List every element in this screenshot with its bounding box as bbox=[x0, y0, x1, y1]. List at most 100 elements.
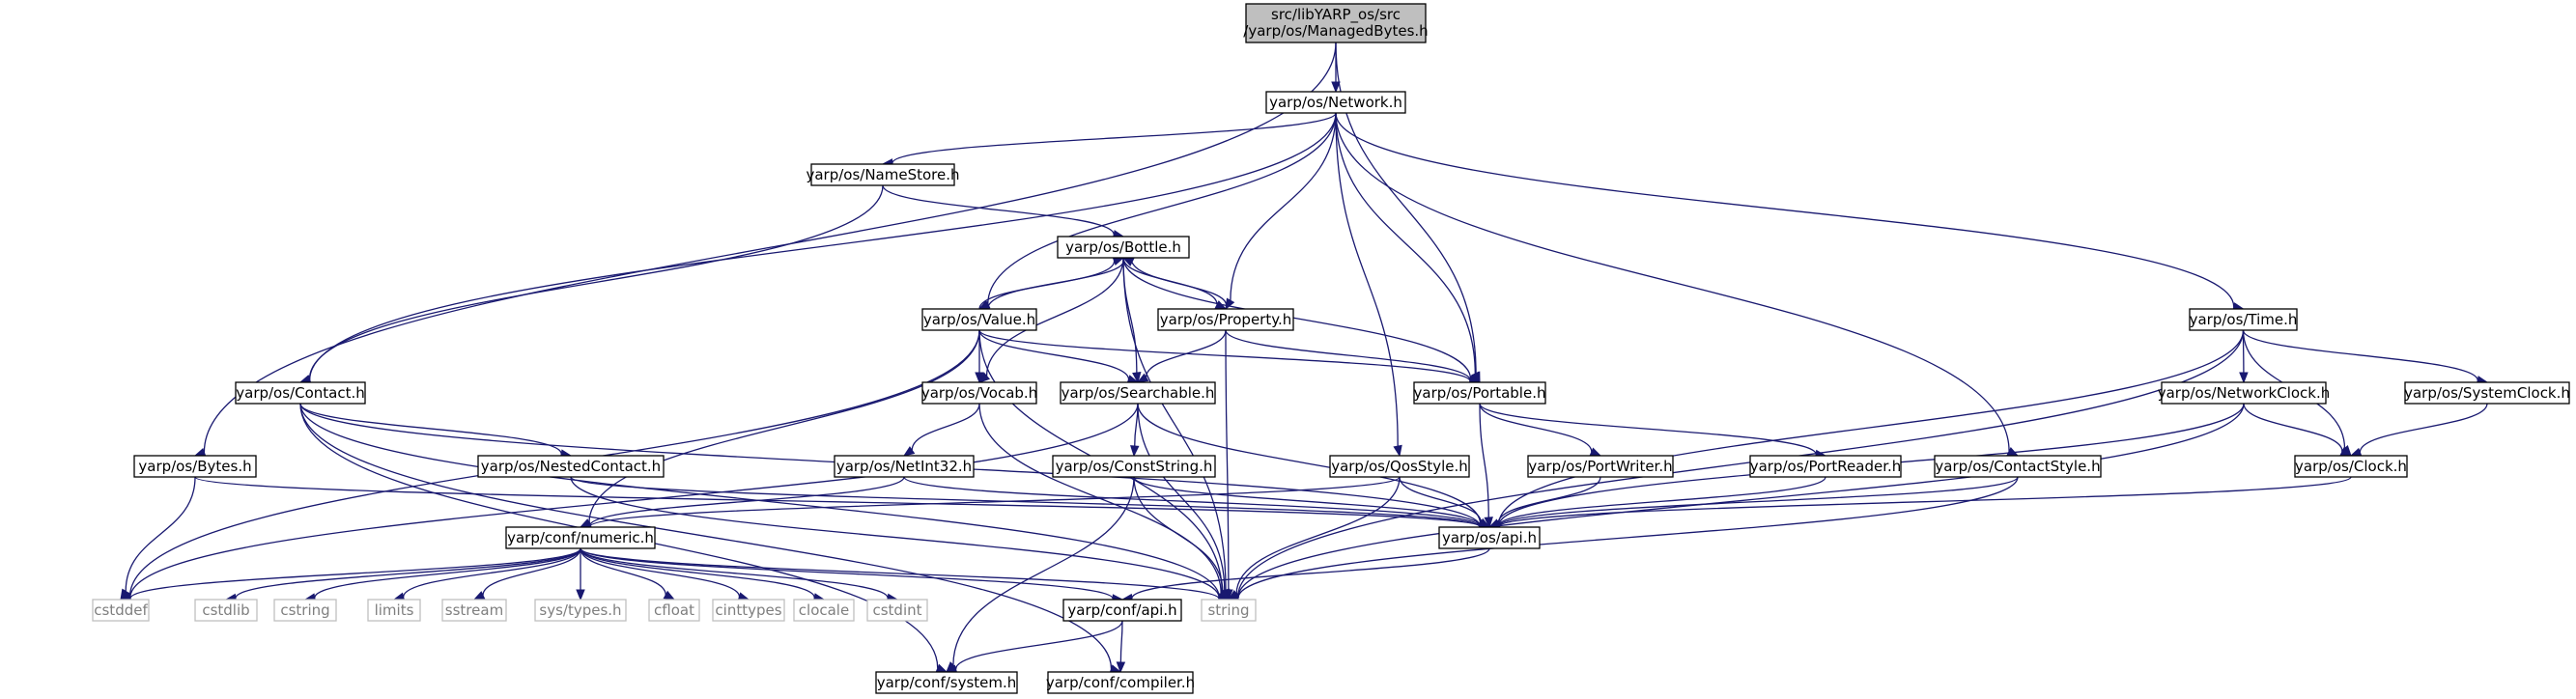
node-bottle[interactable]: yarp/os/Bottle.h bbox=[1057, 236, 1190, 259]
node-netint32-box bbox=[834, 455, 975, 478]
edge-netint32-to-numeric bbox=[589, 476, 905, 526]
arrowhead-vocab-to-netint32 bbox=[902, 446, 916, 457]
edge-vocab-to-netint32 bbox=[911, 403, 980, 451]
edge-property-to-portable bbox=[1225, 329, 1471, 381]
node-numeric-label: yarp/conf/numeric.h bbox=[507, 529, 654, 546]
arrowhead-root-to-network bbox=[1331, 81, 1341, 94]
node-cinttypes: cinttypes bbox=[712, 599, 785, 622]
node-clock[interactable]: yarp/os/Clock.h bbox=[2294, 455, 2408, 478]
edge-network-to-value bbox=[987, 112, 1337, 305]
edge-time-to-string bbox=[1237, 329, 2245, 598]
node-confapi-label: yarp/conf/api.h bbox=[1067, 601, 1176, 619]
node-nestedcontact[interactable]: yarp/os/NestedContact.h bbox=[477, 455, 665, 478]
node-netint32[interactable]: yarp/os/NetInt32.h bbox=[834, 455, 975, 478]
edge-bytes-to-osapi bbox=[194, 476, 1481, 528]
edge-network-to-time bbox=[1335, 112, 2235, 307]
node-contactstyle[interactable]: yarp/os/ContactStyle.h bbox=[1934, 455, 2102, 478]
edge-network-to-qosstyle bbox=[1335, 112, 1399, 447]
node-cstdint: cstdint bbox=[866, 599, 928, 622]
node-systypes-label: sys/types.h bbox=[539, 601, 621, 619]
node-namestore-box bbox=[810, 163, 955, 186]
node-cstdint-box bbox=[866, 599, 928, 622]
node-contact[interactable]: yarp/os/Contact.h bbox=[235, 381, 366, 405]
node-value[interactable]: yarp/os/Value.h bbox=[921, 308, 1037, 331]
node-portable[interactable]: yarp/os/Portable.h bbox=[1413, 381, 1546, 405]
edge-namestore-to-contact bbox=[308, 184, 884, 379]
node-portreader[interactable]: yarp/os/PortReader.h bbox=[1749, 455, 1902, 478]
edge-network-to-property bbox=[1230, 112, 1337, 301]
node-confapi[interactable]: yarp/conf/api.h bbox=[1062, 599, 1182, 622]
node-network[interactable]: yarp/os/Network.h bbox=[1265, 91, 1406, 114]
node-portwriter[interactable]: yarp/os/PortWriter.h bbox=[1527, 455, 1674, 478]
edge-time-to-systemclock bbox=[2242, 329, 2478, 381]
node-qosstyle-label: yarp/os/QosStyle.h bbox=[1331, 458, 1468, 475]
edge-searchable-to-osapi bbox=[1137, 403, 1482, 524]
edge-network-to-namestore bbox=[892, 112, 1337, 164]
edge-portable-to-portreader bbox=[1479, 403, 1817, 455]
node-root-box bbox=[1245, 3, 1427, 43]
node-cstdint-label: cstdint bbox=[872, 601, 921, 619]
node-time-box bbox=[2189, 308, 2298, 331]
node-string-label: string bbox=[1207, 601, 1249, 619]
edge-namestore-to-bottle bbox=[882, 184, 1115, 236]
node-cinttypes-label: cinttypes bbox=[715, 601, 781, 619]
node-time-label: yarp/os/Time.h bbox=[2190, 311, 2298, 328]
node-compiler-label: yarp/conf/compiler.h bbox=[1046, 674, 1195, 691]
node-clocale-box bbox=[793, 599, 855, 622]
edge-value-to-searchable bbox=[978, 329, 1130, 380]
graph-nodes: src/libYARP_os/src/yarp/os/ManagedBytes.… bbox=[92, 3, 2570, 694]
node-systemclock[interactable]: yarp/os/SystemClock.h bbox=[2404, 381, 2570, 405]
node-bytes-box bbox=[133, 455, 257, 478]
edge-portable-to-osapi bbox=[1479, 403, 1489, 518]
node-cstddef-box bbox=[92, 599, 150, 622]
node-numeric[interactable]: yarp/conf/numeric.h bbox=[505, 526, 656, 549]
node-time[interactable]: yarp/os/Time.h bbox=[2189, 308, 2298, 331]
node-searchable[interactable]: yarp/os/Searchable.h bbox=[1060, 381, 1216, 405]
node-networkclock[interactable]: yarp/os/NetworkClock.h bbox=[2158, 381, 2331, 405]
edge-numeric-to-cfloat bbox=[580, 547, 666, 596]
node-property[interactable]: yarp/os/Property.h bbox=[1157, 308, 1294, 331]
node-system-box bbox=[875, 671, 1018, 694]
edge-netint32-to-osapi bbox=[903, 476, 1481, 527]
node-nestedcontact-label: yarp/os/NestedContact.h bbox=[481, 458, 661, 475]
node-conststring[interactable]: yarp/os/ConstString.h bbox=[1052, 455, 1216, 478]
edge-nestedcontact-to-string bbox=[570, 476, 1220, 599]
edge-time-to-osapi bbox=[1498, 329, 2245, 525]
node-contact-box bbox=[235, 381, 366, 405]
node-root[interactable]: src/libYARP_os/src/yarp/os/ManagedBytes.… bbox=[1243, 3, 1429, 43]
node-osapi[interactable]: yarp/os/api.h bbox=[1438, 526, 1541, 549]
arrowhead-numeric-to-systypes bbox=[576, 589, 585, 601]
node-contact-label: yarp/os/Contact.h bbox=[236, 384, 365, 402]
edge-contactstyle-to-osapi bbox=[1498, 476, 2019, 527]
node-property-label: yarp/os/Property.h bbox=[1160, 311, 1291, 328]
node-limits-box bbox=[367, 599, 421, 622]
node-portable-box bbox=[1413, 381, 1546, 405]
node-confapi-box bbox=[1062, 599, 1182, 622]
node-namestore[interactable]: yarp/os/NameStore.h bbox=[806, 163, 960, 186]
node-bottle-box bbox=[1057, 236, 1190, 259]
node-clocale-label: clocale bbox=[799, 601, 849, 619]
edge-clock-to-osapi bbox=[1498, 476, 2352, 527]
node-cstddef: cstddef bbox=[92, 599, 150, 622]
node-vocab[interactable]: yarp/os/Vocab.h bbox=[921, 381, 1037, 405]
node-cstddef-label: cstddef bbox=[94, 601, 148, 619]
node-portwriter-box bbox=[1527, 455, 1674, 478]
edge-numeric-to-cstdlib bbox=[235, 547, 581, 599]
node-network-box bbox=[1265, 91, 1406, 114]
edge-numeric-to-sstream bbox=[482, 547, 581, 596]
node-searchable-label: yarp/os/Searchable.h bbox=[1062, 384, 1215, 402]
edge-conststring-to-string bbox=[1133, 476, 1224, 593]
node-clocale: clocale bbox=[793, 599, 855, 622]
edge-conststring-to-system bbox=[952, 476, 1135, 665]
node-compiler[interactable]: yarp/conf/compiler.h bbox=[1046, 671, 1195, 694]
node-system-label: yarp/conf/system.h bbox=[877, 674, 1017, 691]
node-networkclock-label: yarp/os/NetworkClock.h bbox=[2158, 384, 2331, 402]
node-system[interactable]: yarp/conf/system.h bbox=[875, 671, 1018, 694]
edge-bottle-to-portable bbox=[1122, 257, 1472, 379]
node-namestore-label: yarp/os/NameStore.h bbox=[806, 166, 959, 183]
node-portreader-label: yarp/os/PortReader.h bbox=[1750, 458, 1902, 475]
node-network-label: yarp/os/Network.h bbox=[1269, 94, 1402, 111]
node-qosstyle[interactable]: yarp/os/QosStyle.h bbox=[1329, 455, 1470, 478]
node-portreader-box bbox=[1749, 455, 1902, 478]
node-bytes[interactable]: yarp/os/Bytes.h bbox=[133, 455, 257, 478]
